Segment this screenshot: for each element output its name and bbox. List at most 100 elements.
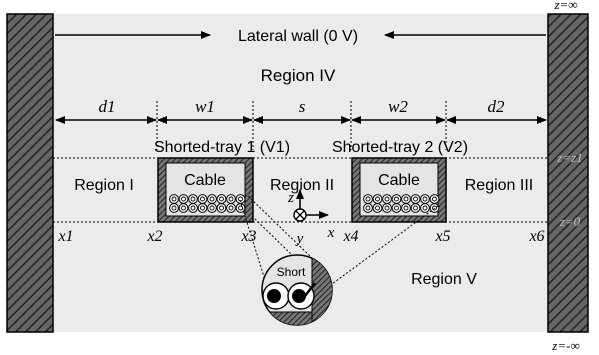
cable-core bbox=[365, 205, 371, 211]
cable2-label: Cable bbox=[378, 172, 420, 189]
cable-strand bbox=[372, 194, 383, 204]
cable-strand bbox=[235, 203, 246, 213]
cable-strand bbox=[178, 194, 189, 204]
axis-x-label: x bbox=[327, 225, 335, 241]
cable-core bbox=[190, 196, 196, 202]
right-lateral-wall bbox=[547, 13, 589, 333]
x3-label: x3 bbox=[240, 228, 256, 245]
dim-s-label: s bbox=[299, 97, 306, 116]
z-inf-top-label: z=∞ bbox=[553, 0, 577, 12]
cable-core bbox=[200, 196, 205, 202]
cable-core bbox=[365, 196, 371, 202]
cable-strand bbox=[372, 203, 383, 213]
cable-strand bbox=[410, 194, 421, 204]
cable-strand bbox=[429, 194, 440, 204]
cable-strand bbox=[216, 194, 227, 204]
cable-strand bbox=[197, 194, 208, 204]
x6-label: x6 bbox=[528, 228, 544, 245]
cable-bundle-2 bbox=[363, 194, 440, 213]
cable-strand bbox=[216, 203, 227, 213]
cable-core bbox=[394, 205, 399, 211]
z-z1-label: z=z1 bbox=[556, 150, 582, 165]
x1-label: x1 bbox=[57, 228, 73, 245]
cable-strand bbox=[410, 203, 421, 213]
tray1-label: Shorted-tray 1 (V1) bbox=[154, 139, 290, 156]
cable-strand bbox=[226, 203, 236, 213]
cable-core bbox=[228, 196, 234, 202]
zoom-projection-lines bbox=[239, 195, 439, 293]
z-zero-label: z=0 bbox=[559, 214, 581, 229]
dim-d1-label: d1 bbox=[99, 97, 116, 116]
dimension-guides bbox=[156, 101, 447, 150]
coordinate-axes bbox=[293, 189, 329, 222]
cable-strand bbox=[178, 203, 189, 213]
shorted-tray-2: Cable bbox=[351, 157, 447, 223]
axis-z-label: z bbox=[287, 190, 294, 206]
cable-strand bbox=[169, 203, 179, 213]
cable-strand bbox=[420, 194, 430, 204]
cable-core bbox=[413, 205, 418, 211]
cable-strand bbox=[363, 203, 373, 213]
cable-core bbox=[181, 196, 186, 202]
cable-core bbox=[171, 196, 177, 202]
x4-label: x4 bbox=[342, 228, 358, 245]
cable-strand bbox=[226, 194, 236, 204]
cable-strand bbox=[188, 203, 198, 213]
axis-y-label: y bbox=[295, 231, 304, 247]
cable-strand bbox=[169, 194, 179, 204]
cable-strand bbox=[382, 203, 392, 213]
cable-core bbox=[403, 205, 409, 211]
cable-strand bbox=[207, 194, 217, 204]
cable-core bbox=[422, 205, 428, 211]
cable-core bbox=[422, 196, 428, 202]
cable-core bbox=[413, 196, 418, 202]
region-v-label: Region V bbox=[411, 271, 477, 288]
lateral-wall-label: Lateral wall (0 V) bbox=[238, 28, 358, 45]
cable-core bbox=[181, 205, 186, 211]
dim-w1-label: w1 bbox=[195, 97, 215, 116]
cable-core bbox=[209, 196, 215, 202]
x2-label: x2 bbox=[146, 228, 162, 245]
cable-core bbox=[200, 205, 205, 211]
cable1-label: Cable bbox=[184, 172, 226, 189]
cable-core bbox=[375, 205, 380, 211]
cable-strand bbox=[363, 194, 373, 204]
cable-strand bbox=[391, 194, 402, 204]
cable-core bbox=[403, 196, 409, 202]
region-iv-label: Region IV bbox=[261, 66, 336, 85]
cable-strand bbox=[420, 203, 430, 213]
cable-core bbox=[171, 205, 177, 211]
cable-strand bbox=[401, 203, 411, 213]
shorted-tray-1: Cable bbox=[157, 157, 254, 223]
cable-core bbox=[432, 196, 437, 202]
cable-core bbox=[219, 205, 224, 211]
region-iii-label: Region III bbox=[465, 177, 533, 194]
cable-strand bbox=[382, 194, 392, 204]
short-label: Short bbox=[277, 265, 306, 279]
cable-core bbox=[219, 196, 224, 202]
cable-bundle-1 bbox=[169, 194, 246, 213]
cable-core bbox=[384, 205, 390, 211]
dim-d2-label: d2 bbox=[488, 97, 506, 116]
short-zoom-circle: Short bbox=[261, 254, 333, 326]
cable-strand bbox=[401, 194, 411, 204]
z-neg-inf-label: z=-∞ bbox=[551, 338, 579, 353]
cable-strand bbox=[391, 203, 402, 213]
left-lateral-wall bbox=[6, 13, 54, 333]
cable-core bbox=[209, 205, 215, 211]
cable-strand bbox=[188, 194, 198, 204]
cable-strand bbox=[197, 203, 208, 213]
cable-core bbox=[394, 196, 399, 202]
cable-strand bbox=[235, 194, 246, 204]
cable-core bbox=[190, 205, 196, 211]
dim-w2-label: w2 bbox=[388, 97, 408, 116]
region-i-label: Region I bbox=[74, 177, 134, 194]
cable-core bbox=[228, 205, 234, 211]
cable-core bbox=[384, 196, 390, 202]
tray2-label: Shorted-tray 2 (V2) bbox=[332, 139, 468, 156]
x5-label: x5 bbox=[434, 228, 450, 245]
cable-core bbox=[432, 205, 437, 211]
region-ii-label: Region II bbox=[270, 177, 334, 194]
